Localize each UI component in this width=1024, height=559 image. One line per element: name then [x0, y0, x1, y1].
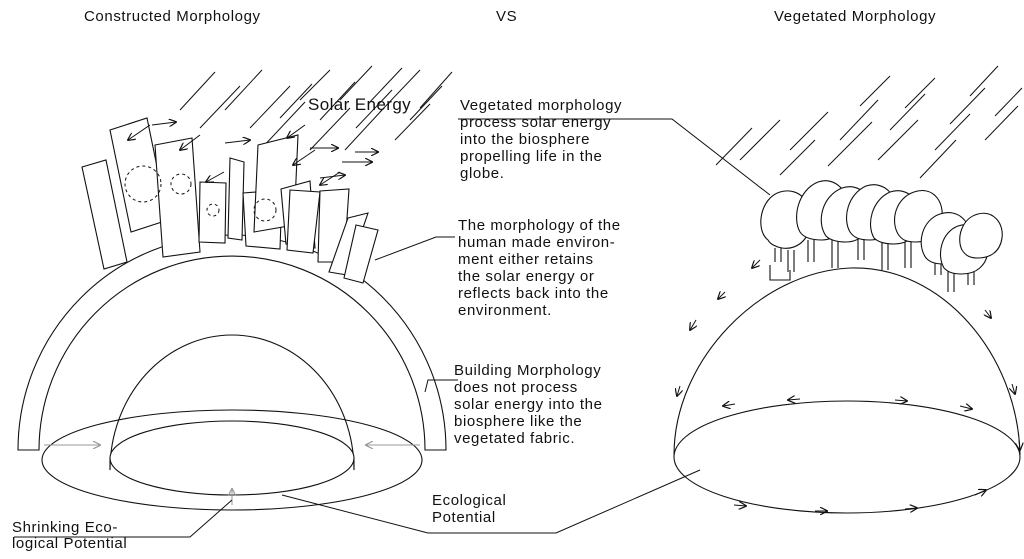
solar-rays-right: [716, 66, 1022, 178]
heading-vegetated: Vegetated Morphology: [774, 8, 936, 25]
solar-energy-label: Solar Energy: [308, 96, 411, 113]
label-shrinking-potential: Shrinking Eco- logical Potential: [12, 520, 127, 552]
label-ecological-potential: Ecological Potential: [432, 492, 506, 526]
heading-vs: VS: [496, 8, 517, 25]
heading-constructed: Constructed Morphology: [84, 8, 261, 25]
vegetated-base-ellipse: [674, 401, 1020, 513]
circulation-arrows: [677, 260, 1020, 511]
constructed-dome: [18, 235, 446, 510]
inner-ring-ellipse: [110, 421, 354, 495]
tree-canopy: [960, 213, 1003, 258]
note-human-made: The morphology of the human made environ…: [458, 217, 621, 319]
note-vegetated: Vegetated morphology process solar energ…: [460, 97, 622, 182]
note-building: Building Morphology does not process sol…: [454, 362, 603, 447]
trees: [761, 181, 1002, 292]
vegetated-dome: [674, 268, 1020, 513]
